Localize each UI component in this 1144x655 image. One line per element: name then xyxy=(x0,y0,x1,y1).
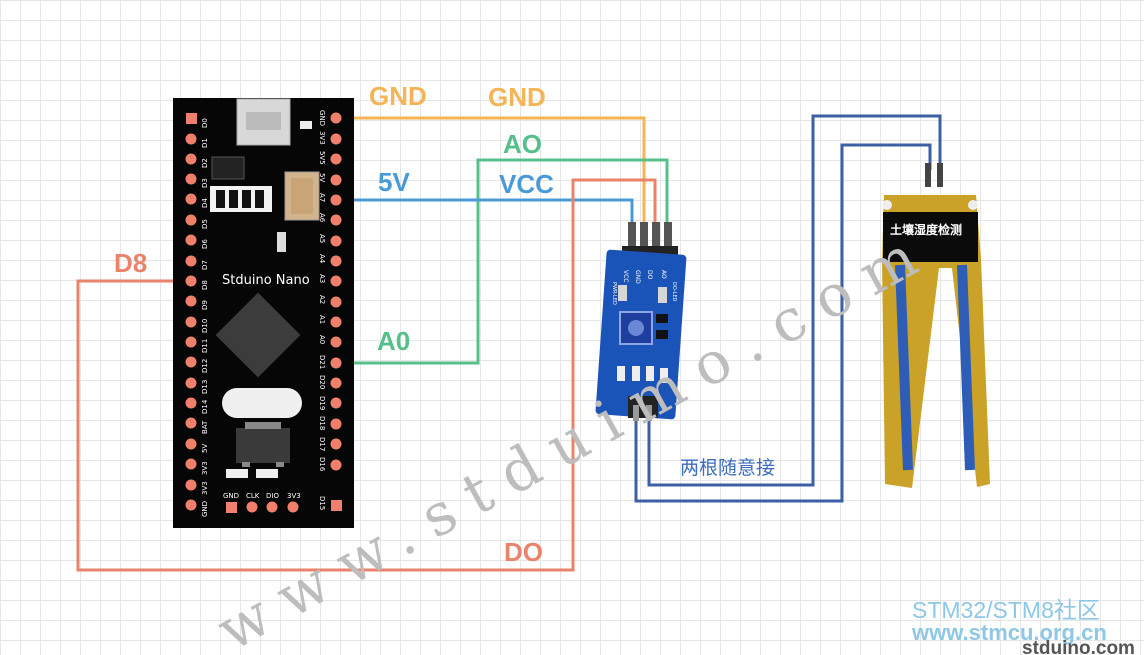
pin-label-d12: D12 xyxy=(201,359,209,373)
right-pin-column xyxy=(330,112,342,511)
bottom-pin-row: GND CLK DIO 3V3 xyxy=(223,492,301,513)
right-pin-labels: GND 3V3 5V5 5V A7 A6 A5 A4 A3 A2 A1 A0 D… xyxy=(318,110,326,510)
pin-label-d13: D13 xyxy=(201,380,209,394)
pin-label-d2: D2 xyxy=(201,158,209,168)
wire-labels: GND GND AO 5V VCC D8 A0 DO 两根随意接 xyxy=(114,81,775,567)
label-gnd-right: GND xyxy=(488,82,546,112)
pin-label-a1: A1 xyxy=(318,315,326,324)
pin-label-a6: A6 xyxy=(318,213,326,223)
crystal xyxy=(222,388,302,418)
pin-label-d0: D0 xyxy=(201,118,209,128)
pin-label-d7: D7 xyxy=(201,260,209,270)
module-pin-ao: AO xyxy=(660,270,667,279)
5v-wire xyxy=(336,198,634,222)
module-led-pwr: PWR-LED xyxy=(611,282,617,305)
pin-label-d14: D14 xyxy=(201,399,209,414)
label-gnd-left: GND xyxy=(369,81,427,111)
pin-label-a4: A4 xyxy=(318,254,326,264)
soil-probe: 土壤湿度检测 xyxy=(882,163,990,488)
pin-label-bat: BAT xyxy=(201,420,209,434)
probe-label: 土壤湿度检测 xyxy=(890,222,962,237)
pin-label-5v: 5V xyxy=(201,444,209,453)
usb-connector xyxy=(236,98,291,146)
pin-label-d10: D10 xyxy=(201,319,209,333)
pin-label-a2: A2 xyxy=(318,295,326,304)
probe-wire-2 xyxy=(647,114,942,487)
module-led-do: DO-LED xyxy=(671,282,677,302)
pin-label-d9: D9 xyxy=(201,300,209,310)
label-vcc: VCC xyxy=(499,169,554,199)
corner-line2: www.stmcu.org.cn xyxy=(911,620,1107,645)
gnd-wire xyxy=(336,116,646,222)
pin-label-d1: D1 xyxy=(201,138,209,148)
mcu-chip xyxy=(215,292,301,378)
pin-label-a0: A0 xyxy=(318,335,326,344)
pin-label-5v5: 5V5 xyxy=(318,151,326,165)
pin-label-3v3-b: 3V3 xyxy=(201,481,209,495)
pin-label-bottom-dio: DIO xyxy=(266,492,279,500)
pin-label-a5: A5 xyxy=(318,234,326,243)
pin-label-d11: D11 xyxy=(201,339,209,353)
pin-label-bottom-3v3: 3V3 xyxy=(287,492,301,500)
pin-label-d5: D5 xyxy=(201,219,209,229)
pin-label-3v3-a: 3V3 xyxy=(201,461,209,475)
left-pin-labels: D0 D1 D2 D3 D4 D5 D6 D7 D8 D9 D10 D11 D1… xyxy=(201,118,209,517)
sensor-module: VCC GND DO AO PWR-LED DO-LED xyxy=(595,222,687,421)
corner-branding: STM32/STM8社区 www.stmcu.org.cn stduino.co… xyxy=(911,597,1135,655)
module-pin-gnd: GND xyxy=(634,270,641,284)
pin-label-d19: D19 xyxy=(318,396,326,410)
label-do: DO xyxy=(504,537,543,567)
ao-wire xyxy=(336,158,669,365)
label-5v: 5V xyxy=(378,167,410,197)
do-wire xyxy=(76,178,657,572)
module-pin-do: DO xyxy=(646,270,653,280)
pin-label-a7: A7 xyxy=(318,193,326,202)
label-ao: AO xyxy=(503,129,542,159)
pin-label-d20: D20 xyxy=(318,375,326,389)
pin-label-bottom-clk: CLK xyxy=(246,492,260,500)
pin-label-d3: D3 xyxy=(201,178,209,188)
pin-label-3v3-right: 3V3 xyxy=(318,131,326,145)
label-d8: D8 xyxy=(114,248,147,278)
pin-label-gnd-left: GND xyxy=(201,501,209,517)
corner-line3: stduino.com xyxy=(1022,638,1135,655)
module-pin-vcc: VCC xyxy=(622,270,629,282)
corner-line1: STM32/STM8社区 xyxy=(912,597,1100,623)
pin-label-d6: D6 xyxy=(201,239,209,249)
wires xyxy=(76,114,942,572)
pin-label-d18: D18 xyxy=(318,416,326,430)
probe-wire-1 xyxy=(634,143,932,503)
pin-label-d15: D15 xyxy=(318,496,326,510)
pin-label-bottom-gnd: GND xyxy=(223,492,239,500)
pin-label-d4: D4 xyxy=(201,198,209,208)
pin-label-d8: D8 xyxy=(201,280,209,290)
pin-label-gnd-right: GND xyxy=(318,110,326,126)
left-pin-column xyxy=(185,113,197,511)
pin-label-d17: D17 xyxy=(318,437,326,451)
pin-label-5v-right: 5V xyxy=(318,173,326,182)
stduino-nano-board: Stduino Nano xyxy=(173,98,354,528)
pin-label-d21: D21 xyxy=(318,355,326,369)
pin-label-a3: A3 xyxy=(318,274,326,283)
board-name: Stduino Nano xyxy=(222,273,310,288)
label-any-connect: 两根随意接 xyxy=(680,457,775,479)
pin-label-d16: D16 xyxy=(318,457,326,472)
label-a0: A0 xyxy=(377,326,410,356)
